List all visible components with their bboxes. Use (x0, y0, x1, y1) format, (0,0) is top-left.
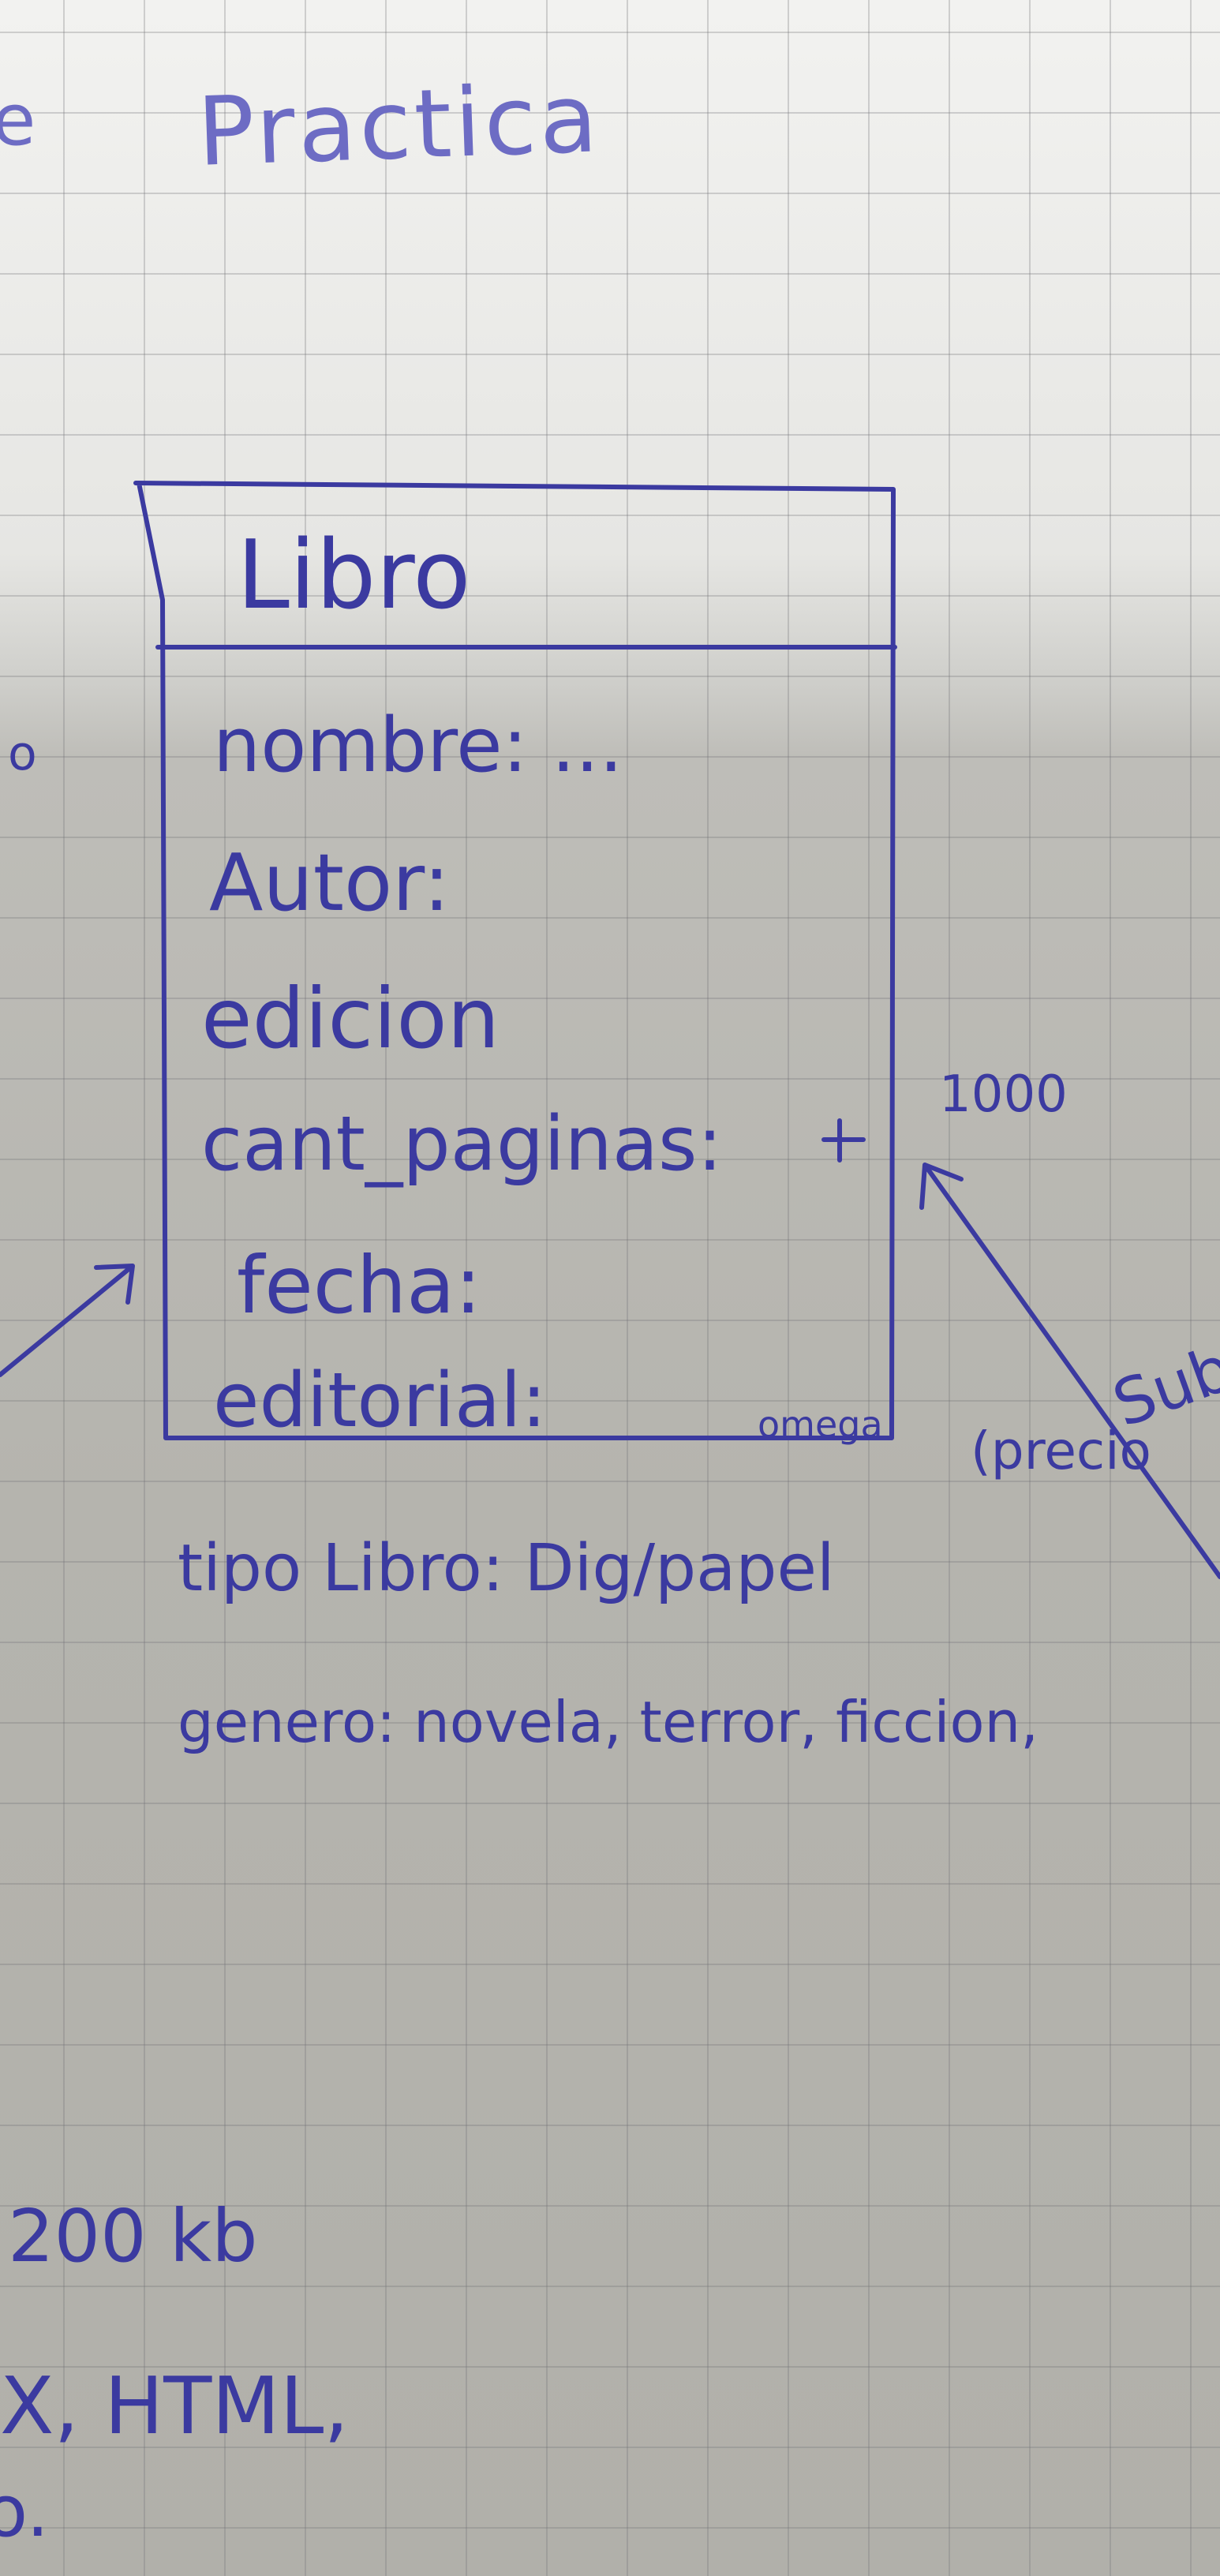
class-box-outline (133, 481, 896, 1440)
attribute-fecha: fecha: (237, 1239, 482, 1331)
pages-limit: 1000 (939, 1065, 1068, 1124)
left-margin-char: e (0, 79, 36, 162)
attribute-edicion: edicion (201, 971, 500, 1067)
tipo-libro-note: tipo Libro: Dig/papel (178, 1531, 835, 1606)
attribute-nombre: nombre: ... (213, 702, 623, 789)
formats-note: X, HTML, (0, 2360, 350, 2452)
plus-mark (821, 1118, 866, 1163)
attribute-autor: Autor: (209, 837, 451, 929)
page-title: Practica (195, 64, 603, 188)
class-name: Libro (237, 521, 471, 631)
size-note: 200 kb (8, 2194, 258, 2278)
bottom-left-char: o. (0, 2470, 50, 2553)
genero-note: genero: novela, terror, ficcion, (178, 1689, 1039, 1755)
editorial-note: omega (758, 1403, 883, 1446)
left-margin-dot: o (8, 726, 37, 781)
left-arrow (0, 1264, 135, 1377)
side-text-precio: (precio (971, 1421, 1151, 1481)
right-arrow (919, 1163, 1220, 1579)
attribute-editorial: editorial: (213, 1357, 547, 1444)
attribute-cant-paginas: cant_paginas: (201, 1101, 723, 1188)
